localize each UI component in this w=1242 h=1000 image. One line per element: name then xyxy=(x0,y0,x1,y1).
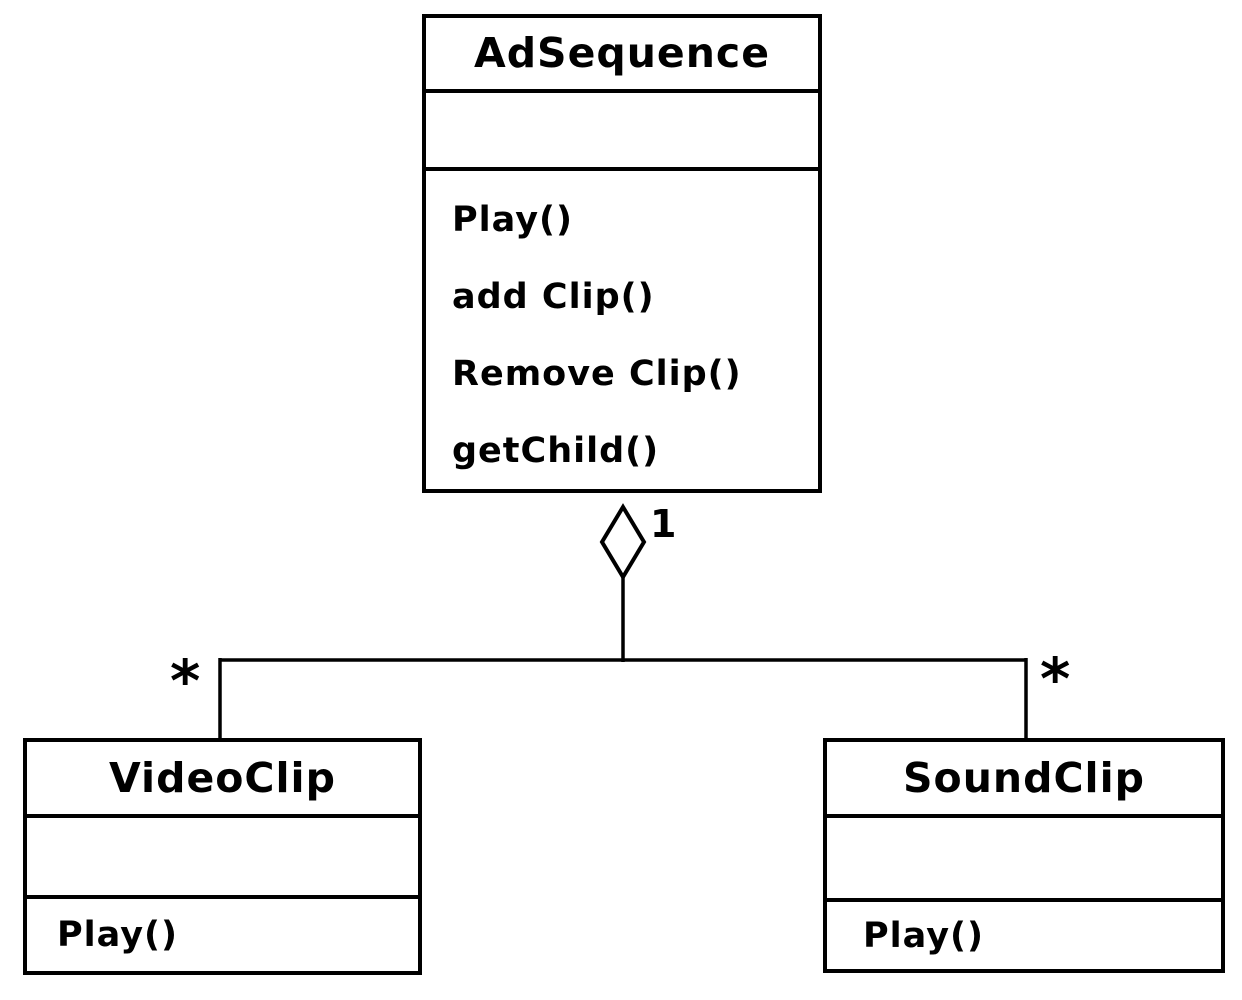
method-play: Play() xyxy=(863,915,984,956)
class-adsequence-methods: Play() add Clip() Remove Clip() getChild… xyxy=(426,171,818,489)
method-play: Play() xyxy=(57,915,178,955)
multiplicity-videoclip: * xyxy=(170,647,201,715)
class-soundclip-methods: Play() xyxy=(827,902,1221,969)
multiplicity-parent: 1 xyxy=(650,502,677,546)
method-get-child: getChild() xyxy=(452,430,660,471)
class-videoclip-attributes xyxy=(27,818,418,899)
connector-lines xyxy=(218,577,1028,740)
class-adsequence-attributes xyxy=(426,93,818,171)
multiplicity-soundclip: * xyxy=(1040,645,1071,713)
class-videoclip-methods: Play() xyxy=(27,899,418,971)
method-add-clip: add Clip() xyxy=(452,276,655,317)
class-soundclip-title: SoundClip xyxy=(827,742,1221,818)
class-adsequence-title: AdSequence xyxy=(426,18,818,93)
method-remove-clip: Remove Clip() xyxy=(452,353,742,394)
aggregation-diamond-icon xyxy=(599,503,647,581)
class-videoclip: VideoClip Play() xyxy=(23,738,422,975)
class-videoclip-title: VideoClip xyxy=(27,742,418,818)
class-soundclip-attributes xyxy=(827,818,1221,902)
class-soundclip: SoundClip Play() xyxy=(823,738,1225,973)
class-adsequence: AdSequence Play() add Clip() Remove Clip… xyxy=(422,14,822,493)
method-play: Play() xyxy=(452,199,573,240)
